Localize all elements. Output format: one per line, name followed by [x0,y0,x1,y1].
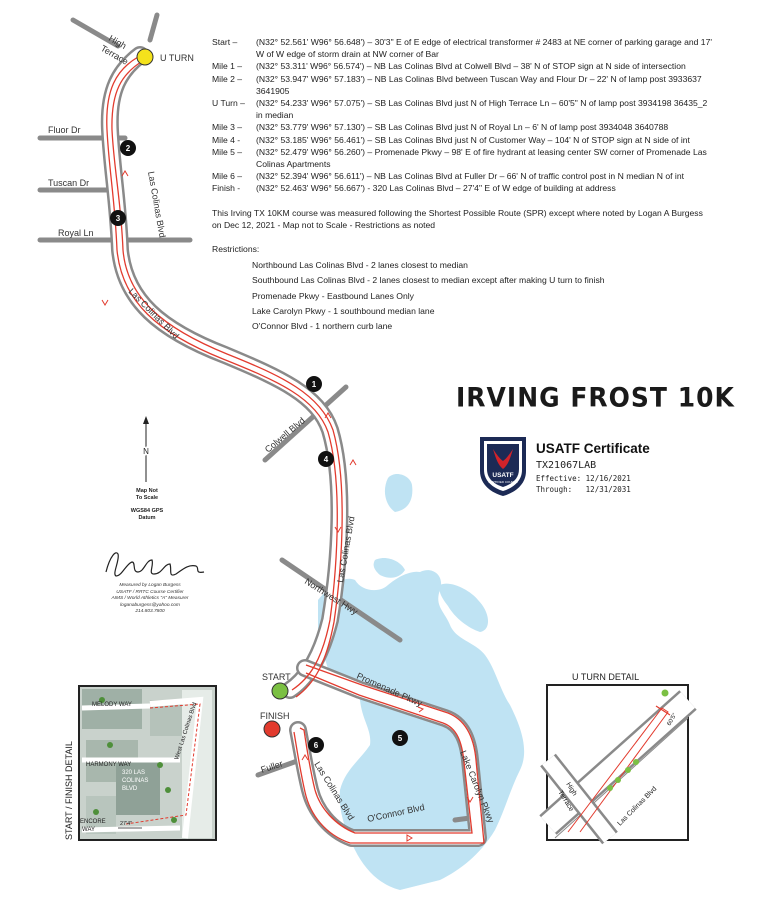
svg-text:27'4": 27'4" [120,821,132,827]
mile-marker-3: 3 [110,210,126,226]
certificate-effective: Effective: 12/16/2021 [536,474,631,483]
mile-marker-2: 2 [120,140,136,156]
checkpoint-text: (N32° 52.394' W96° 56.611') – NB Las Col… [256,171,684,182]
restriction-item: Southbound Las Colinas Blvd - 2 lanes cl… [252,275,605,286]
mile-marker-5: 5 [392,730,408,746]
svg-text:USATF: USATF [492,472,513,479]
checkpoint-row: Start – (N32° 52.561' W96° 56.648') – 30'… [212,36,712,60]
checkpoint-row: Mile 2 – (N32° 53.947' W96° 57.183') – NB… [212,73,712,97]
checkpoint-row: Mile 5 – (N32° 52.479' W96° 56.260') – Pr… [212,146,712,170]
mile-markers: 1 2 3 4 5 6 [110,140,408,753]
restrictions-title: Restrictions: [212,244,260,255]
label-royal-ln: Royal Ln [58,228,94,238]
restrictions: Restrictions: Northbound Las Colinas Blv… [212,243,712,332]
svg-text:4: 4 [324,455,329,464]
checkpoint-row: Mile 3 – (N32° 53.779' W96° 57.130') – SB… [212,121,712,133]
checkpoint-text: (N32° 53.311' W96° 56.574') – NB Las Col… [256,61,686,72]
start-label: START [262,672,291,682]
checkpoint-text: (N32° 52.479' W96° 56.260') – Promenade … [256,146,707,170]
restriction-item: Northbound Las Colinas Blvd - 2 lanes cl… [252,260,468,271]
label-tuscan-dr: Tuscan Dr [48,178,89,188]
uturn-detail: U TURN DETAIL High Terrace Las Colinas B… [539,672,697,845]
svg-text:2: 2 [126,144,131,153]
route-arrows [101,170,474,842]
checkpoint-text: (N32° 52.463' W96° 56.667') - 320 Las Co… [256,183,616,194]
svg-text:3: 3 [116,214,121,223]
checkpoint-text: (N32° 54.233' W96° 57.075') – SB Las Col… [256,98,708,121]
checkpoint-key: Mile 4 - [212,134,241,145]
svg-text:N: N [143,447,149,456]
mile-marker-4: 4 [318,451,334,467]
checkpoint-row: Finish - (N32° 52.463' W96° 56.667') - 32… [212,182,712,194]
measurement-note: This Irving TX 10KM course was measured … [212,207,703,230]
scale-note: Map Not To Scale [135,488,159,501]
svg-text:START / FINISH DETAIL: START / FINISH DETAIL [64,741,74,840]
mile-marker-6: 6 [308,737,324,753]
checkpoint-key: U Turn – [212,98,245,109]
usatf-certificate: USATF CERTIFIED COURSE USATF Certificate… [476,433,676,508]
svg-text:CERTIFIED COURSE: CERTIFIED COURSE [488,480,517,484]
measurer-line: Measured by Logan Burgess [119,583,181,588]
finish-label: FINISH [260,711,290,721]
checkpoint-row: Mile 1 – (N32° 53.311' W96° 56.574') – NB… [212,60,712,72]
checkpoint-key: Start – [212,37,238,47]
mile-marker-1: 1 [306,376,322,392]
measurer-line: 214.803.7800 [135,609,165,614]
certificate-heading: USATF Certificate [536,441,650,456]
checkpoint-row: Mile 6 – (N32° 52.394' W96° 56.611') – NB… [212,170,712,182]
uturn-label: U TURN [160,53,194,63]
checkpoint-row: Mile 4 - (N32° 53.185' W96° 56.461') – SB… [212,134,712,146]
svg-text:320 LAS: 320 LAS [122,770,145,776]
checkpoint-key: Mile 2 – [212,73,243,84]
checkpoint-key: Mile 6 – [212,171,243,182]
measurer-line: loganaburgess@yahoo.com [120,602,180,608]
checkpoint-list: Start – (N32° 52.561' W96° 56.648') – 30'… [212,36,712,195]
checkpoint-key: Mile 1 – [212,61,243,72]
svg-text:6: 6 [314,741,319,750]
checkpoint-text: (N32° 52.561' W96° 56.648') – 30'3" E of… [256,37,712,60]
svg-text:1: 1 [312,380,317,389]
measurer-line: AIMS / World Athletics "A" Measurer [111,596,189,601]
certificate-id: TX21067LAB [536,460,597,471]
label-lcb-north: Las Colinas Blvd [146,171,167,239]
svg-text:WAY: WAY [82,827,95,833]
svg-text:BLVD: BLVD [122,786,138,792]
checkpoint-row: U Turn – (N32° 54.233' W96° 57.075') – SB… [212,97,712,121]
svg-text:5: 5 [398,734,403,743]
start-marker [271,682,289,700]
checkpoint-key: Finish - [212,183,241,194]
svg-text:U TURN DETAIL: U TURN DETAIL [572,672,639,682]
restrictions-list: Northbound Las Colinas Blvd - 2 lanes cl… [212,259,712,332]
label-fluor-dr: Fluor Dr [48,125,81,135]
checkpoint-key: Mile 3 – [212,122,243,133]
label-lcb-curve: Las Colinas Blvd [127,286,181,340]
datum-note: WGS84 GPS Datum [130,508,164,521]
svg-text:ENCORE: ENCORE [80,819,106,825]
course-description: Start – (N32° 52.561' W96° 56.648') – 30'… [212,36,712,335]
checkpoint-text: (N32° 53.185' W96° 56.461') – SB Las Col… [256,134,690,145]
race-route [106,56,485,844]
svg-text:HARMONY WAY: HARMONY WAY [86,762,131,768]
finish-marker [263,720,281,738]
svg-text:60'5": 60'5" [667,712,679,727]
restriction-item: O'Connor Blvd - 1 northern curb lane [252,321,393,332]
restriction-item: Promenade Pkwy - Eastbound Lanes Only [252,290,414,301]
restriction-item: Lake Carolyn Pkwy - 1 southbound median … [252,305,435,316]
checkpoint-key: Mile 5 – [212,146,243,157]
label-colwell-blvd: Colwell Blvd [263,415,307,454]
certificate-through: Through: 12/31/2031 [536,485,631,494]
start-finish-detail: MELODY WAY HARMONY WAY ENCORE WAY West L… [64,685,217,841]
uturn-marker [136,48,154,66]
usatf-shield-icon: USATF CERTIFIED COURSE [480,437,526,496]
svg-text:MELODY WAY: MELODY WAY [92,702,132,708]
north-arrow: N [142,416,151,482]
checkpoint-text: (N32° 53.779' W96° 57.130') – SB Las Col… [256,122,669,133]
race-title: IRVING FROST 10K [456,382,735,413]
svg-text:COLINAS: COLINAS [122,778,148,784]
measurer-line: USATF / RRTC Course Certifier [116,589,184,595]
checkpoint-text: (N32° 53.947' W96° 57.183') – NB Las Col… [256,73,702,96]
measurer-signature [105,552,205,577]
